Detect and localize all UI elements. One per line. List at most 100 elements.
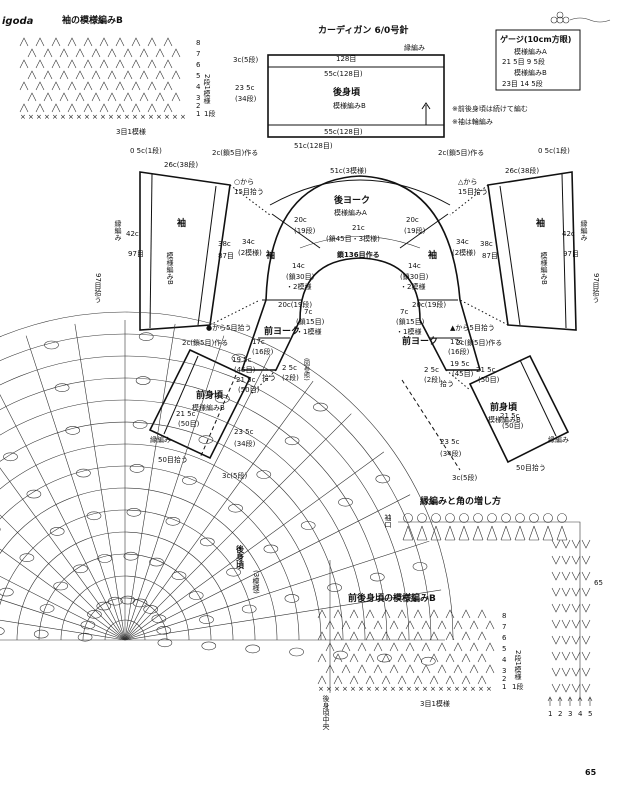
right-sleeve-side: 38c — [480, 240, 493, 248]
edging-row-marker — [501, 513, 511, 523]
left-front-body-c2r: (2段) — [282, 373, 299, 382]
body-pattern-stitch — [429, 653, 439, 663]
right-front-body-pick50: 50目拾う — [516, 463, 546, 472]
sleeve-pattern-chain-mark: × — [108, 113, 114, 121]
sleeve-pattern-stitch — [155, 70, 165, 80]
body-pattern-stitch — [333, 675, 343, 685]
right-sleeve-rows: 97目 — [563, 250, 579, 258]
sleeve-pattern-stitch — [139, 70, 149, 80]
sleeve-pattern-chain-mark: × — [140, 113, 146, 121]
left-sleeve-side: 38c — [218, 240, 231, 248]
lace-ring — [0, 443, 322, 641]
right-sleeve-top: 26c(38段) — [505, 166, 539, 175]
back-body-start: 2c(鎖5目)作る — [212, 148, 258, 157]
body-pattern-stitch — [325, 664, 335, 674]
lace-shell — [132, 420, 148, 429]
edging-stitch — [571, 539, 581, 549]
body-pattern-stitch — [437, 642, 447, 652]
edging-stitch — [561, 683, 571, 693]
lace-spoke — [0, 394, 126, 641]
edging-side-label: 袖口 — [384, 513, 392, 528]
body-pattern-stitch — [461, 631, 471, 641]
body-pattern-stitch — [333, 609, 343, 619]
sleeve-pattern-stitch — [163, 37, 173, 47]
left-sleeve-top-left: 0 5c(1段) — [130, 146, 162, 155]
back-body-left-top: 3c(5段) — [233, 55, 258, 64]
right-front-body-h23: 23 5c — [440, 438, 460, 446]
edging-outline — [398, 521, 581, 700]
edging-fan — [528, 525, 540, 541]
sleeve-pattern-stitch — [171, 48, 181, 58]
body-pattern-stitch — [317, 609, 327, 619]
edging-stitch — [551, 539, 561, 549]
left-sleeve-pick5: 2c(鎖5目)作る — [182, 338, 228, 347]
sleeve-pattern-stitch — [155, 48, 165, 58]
lace-spoke — [124, 540, 430, 641]
lace-spoke — [124, 451, 385, 641]
body-pattern-stitch — [413, 653, 423, 663]
back-yoke-subtitle: 模様編みA — [334, 208, 367, 217]
lace-spoke — [74, 323, 126, 641]
edging-stitch — [581, 619, 591, 629]
sleeve-pattern-stitch — [59, 48, 69, 58]
right-sleeve-border: 縁編み — [580, 219, 588, 241]
body-row-7: 7 — [502, 623, 506, 631]
lace-shell — [231, 353, 247, 363]
back-body-width-base: 51c(128目) — [294, 142, 333, 150]
brand-label: igoda — [2, 16, 34, 27]
edging-col-4: 4 — [578, 710, 583, 718]
left-front-body-title: 前身頃 — [196, 389, 224, 401]
lace-shell — [149, 557, 164, 567]
page-number: 65 — [585, 768, 597, 777]
body-pattern-stitch — [341, 664, 351, 674]
lace-shell — [54, 383, 70, 393]
body-pattern-stitch — [349, 675, 359, 685]
right-sleeve-from-triangle: △から — [458, 178, 477, 186]
edging-col-2: 2 — [558, 710, 562, 718]
lace-shell — [412, 562, 428, 571]
body-pattern-stitch — [397, 631, 407, 641]
back-body-height: 23 5c — [235, 84, 255, 92]
sleeve-pattern-stitch — [171, 92, 181, 102]
body-row-3: 3 — [502, 667, 506, 675]
left-front-yoke-c17r: (16段) — [252, 347, 274, 356]
lace-spoke — [124, 335, 225, 641]
body-pattern-stitch — [357, 642, 367, 652]
lace-shell — [97, 554, 112, 563]
body-pattern-chain-mark: × — [478, 685, 484, 693]
lace-shell — [289, 647, 304, 657]
sleeve-row-1: 1 — [196, 110, 200, 118]
sleeve-pattern-stitch — [163, 59, 173, 69]
edging-row-marker — [445, 513, 455, 523]
right-front-yoke-c17r: (16段) — [448, 347, 470, 356]
sleeve-pattern-chain-mark: × — [124, 113, 130, 121]
sleeve-repeat-label: 2段1模様 — [203, 74, 211, 104]
sleeve-pattern-stitch — [115, 81, 125, 91]
left-sleeve-title: 袖 — [176, 217, 186, 229]
sleeve-pattern-stitch — [27, 48, 37, 58]
right-front-body-c2: 2 5c — [424, 366, 439, 374]
edging-stitch — [571, 571, 581, 581]
body-pattern-stitch — [349, 631, 359, 641]
sleeve-pattern-stitch — [91, 48, 101, 58]
lace-spoke — [124, 413, 352, 641]
lace-shell — [375, 474, 391, 484]
edging-stitch — [561, 635, 571, 645]
body-pattern-chain-mark: × — [350, 685, 356, 693]
edging-stitch — [581, 587, 591, 597]
sleeve-pattern-stitch — [75, 92, 85, 102]
body-pattern-stitch — [333, 653, 343, 663]
sleeve-pattern-stitch — [43, 70, 53, 80]
body-pattern-stitch — [405, 620, 415, 630]
edging-col-3: 3 — [568, 710, 572, 718]
lace-shell — [53, 581, 69, 591]
edging-chart — [398, 513, 593, 706]
edging-row-marker — [459, 513, 469, 523]
sleeve-pattern-stitch — [99, 81, 109, 91]
edging-stitch — [571, 555, 581, 565]
lace-shell — [129, 464, 145, 473]
left-front-yoke-c7r: (鎖15目) — [296, 317, 325, 326]
sleeve-pattern-stitch — [19, 81, 29, 91]
edging-stitch — [581, 555, 591, 565]
body-pattern-stitch — [373, 620, 383, 630]
